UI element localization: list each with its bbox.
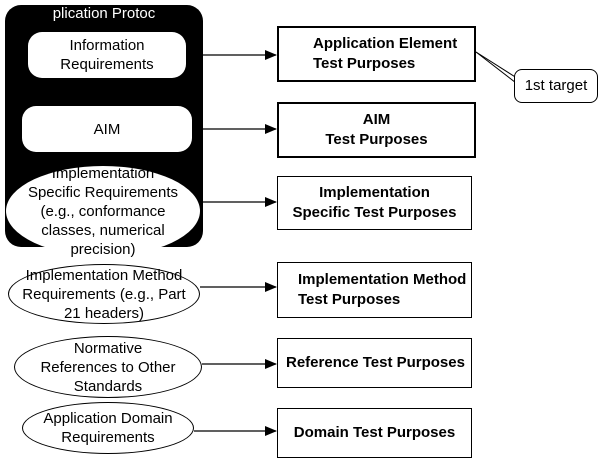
- aim-node: AIM: [22, 106, 192, 152]
- box-label-line: Test Purposes: [325, 131, 428, 148]
- node-label-line: classes, numerical: [41, 221, 165, 239]
- box-label: Domain Test Purposes: [293, 424, 456, 441]
- domain-test-purposes-box: Domain Test Purposes: [277, 408, 472, 458]
- node-label-line: Standards: [73, 377, 143, 395]
- box-label-line: AIM: [362, 111, 391, 128]
- node-label: AIM: [93, 120, 121, 138]
- box-label-line: Implementation: [319, 184, 430, 201]
- first-target-callout: 1st target: [514, 69, 598, 103]
- normative-references-node: Normative References to Other Standards: [14, 336, 202, 398]
- box-label-line: Application Element: [313, 35, 458, 52]
- box-label-line: Test Purposes: [313, 55, 416, 72]
- implementation-specific-test-purposes-box: Implementation Specific Test Purposes: [277, 176, 472, 230]
- node-label-line: Specific Requirements: [27, 183, 179, 201]
- application-domain-requirements-node: Application Domain Requirements: [22, 402, 194, 454]
- implementation-method-test-purposes-box: Implementation Method Test Purposes: [277, 262, 472, 318]
- box-label-line: Test Purposes: [298, 291, 401, 308]
- node-label-line: Requirements (e.g., Part: [22, 285, 186, 303]
- information-requirements-node: Information Requirements: [28, 32, 186, 78]
- node-label-line: Normative: [73, 339, 143, 357]
- node-label-line: Implementation Method: [25, 266, 183, 284]
- box-label: Reference Test Purposes: [286, 354, 465, 371]
- node-label-line: Implementation: [51, 164, 155, 182]
- implementation-specific-requirements-node: Implementation Specific Requirements (e.…: [6, 164, 200, 258]
- reference-test-purposes-box: Reference Test Purposes: [277, 338, 472, 388]
- node-label-line: (e.g., conformance: [40, 202, 166, 220]
- node-label-line: Requirements: [61, 429, 155, 446]
- node-label-line: precision): [70, 240, 136, 258]
- implementation-method-requirements-node: Implementation Method Requirements (e.g.…: [8, 264, 200, 324]
- aim-test-purposes-box: AIM Test Purposes: [277, 102, 476, 158]
- node-label-line: Information: [69, 37, 145, 54]
- node-label-line: References to Other: [40, 358, 176, 376]
- application-element-test-purposes-box: Application Element Test Purposes: [277, 26, 476, 82]
- node-label-line: 21 headers): [63, 304, 145, 322]
- node-label-line: Requirements: [60, 56, 154, 73]
- panel-title: plication Protoc: [52, 6, 156, 22]
- box-label-line: Implementation Method: [298, 271, 467, 288]
- node-label-line: Application Domain: [43, 410, 173, 427]
- box-label-line: Specific Test Purposes: [292, 204, 457, 221]
